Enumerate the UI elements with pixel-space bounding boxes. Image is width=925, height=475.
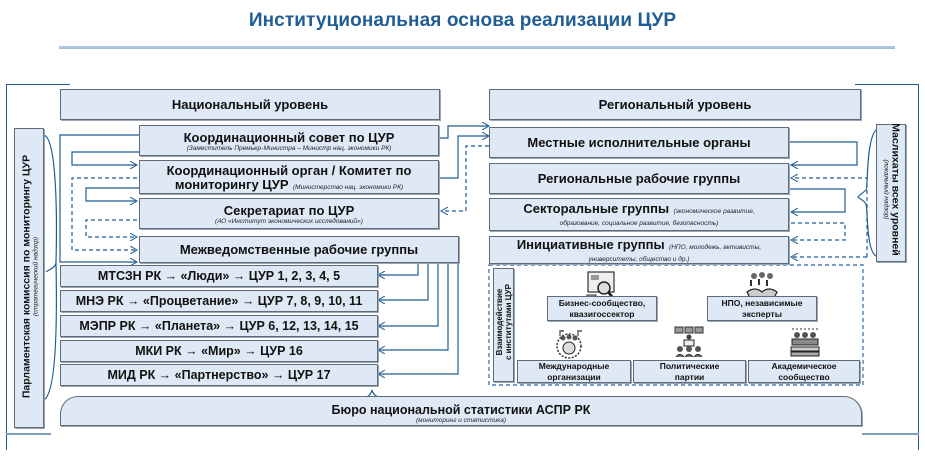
arrow-interagency-ministry-2 — [378, 262, 429, 300]
institute-international-line2: организации — [547, 371, 601, 382]
frame-line-bottom-left — [6, 433, 51, 435]
initiative-groups-note-line1: (НПО, молодежь, активисты, — [669, 244, 762, 251]
arrow-executive-to-working-groups — [789, 141, 858, 165]
frame-line-top-right — [855, 84, 919, 85]
parliament-commission-box: Парламентская комиссия по мониторингу ЦУ… — [14, 128, 44, 428]
arrow-interagency-ministry-3 — [378, 262, 439, 326]
dashed-arrow-executive-secretariat — [441, 145, 489, 211]
coordination-committee-box: Координационный орган / Комитет по монит… — [139, 160, 439, 194]
ministry-row: МНЭ РК → «Процветание» → ЦУР 7, 8, 9, 10… — [60, 290, 378, 312]
institute-ngo-line1: НПО, независимые — [721, 297, 803, 308]
sectoral-groups-note-line1: (экономическое развитие, — [673, 208, 755, 215]
statistics-bureau-note: (мониторинг и статистика) — [416, 417, 506, 424]
interagency-working-groups-box: Межведомственные рабочие группы — [139, 236, 459, 263]
ministry-row: МТСЗН РК → «Люди» → ЦУР 1, 2, 3, 4, 5 — [60, 265, 378, 287]
arrow-council-to-executive — [439, 126, 489, 139]
secretariat-note: (АО «Институт экономических исследований… — [215, 218, 363, 225]
dashed-arrow-sectoral-to-initiative — [791, 222, 846, 240]
local-executive-bodies-box: Местные исполнительные органы — [489, 127, 789, 158]
institute-international-line1: Международные — [538, 360, 610, 371]
institute-academic-line2: сообщество — [778, 371, 830, 382]
title-underline-right — [495, 46, 895, 49]
arrow-committee-to-executive — [439, 136, 489, 179]
parliament-label: Парламентская комиссия по мониторингу ЦУ… — [20, 154, 33, 399]
national-level-header: Национальный уровень — [60, 89, 440, 120]
maslikhats-label: Маслихаты всех уровней — [889, 123, 902, 256]
interaction-label-box: Взаимодействие с институтами ЦУР — [493, 268, 514, 382]
coordination-committee-label-line1: Координационный орган / Комитет по — [166, 163, 412, 178]
coordination-committee-label-line2: мониторингу ЦУР — [174, 177, 289, 192]
dashed-arrow-secretariat-to-interagency — [85, 219, 137, 237]
arrow-committee-to-secretariat — [85, 187, 139, 201]
secretariat-box: Секретариат по ЦУР (АО «Институт экономи… — [139, 198, 439, 229]
institute-political-line1: Политические — [659, 360, 720, 371]
institute-business-line2: квазигоссектор — [569, 308, 635, 319]
institute-academic-line1: Академическое — [771, 360, 837, 371]
ministry-row: МЭПР РК → «Планета» → ЦУР 6, 12, 13, 14,… — [60, 315, 378, 337]
books-people-icon — [790, 328, 820, 357]
parliament-note: (стратегический надзор) — [32, 236, 40, 317]
sectoral-groups-box: Секторальные группы (экономическое разви… — [489, 198, 789, 231]
coordination-council-label: Координационный совет по ЦУР — [183, 130, 395, 145]
arrow-interagency-ministry-5 — [378, 262, 459, 374]
initiative-groups-note-line2: университеты, общество и др.) — [588, 256, 690, 263]
globe-people-icon — [556, 330, 582, 359]
statistics-bureau-box: Бюро национальной статистики АСПР РК (мо… — [60, 396, 862, 426]
arrow-council-to-committee — [71, 151, 139, 165]
title-underline — [59, 46, 495, 49]
institute-business: Бизнес-сообщество,квазигоссектор — [547, 296, 657, 321]
institute-ngo-line2: эксперты — [742, 308, 782, 319]
interaction-label-line1: Взаимодействие — [495, 288, 504, 356]
arrow-working-groups-to-sectoral — [789, 188, 846, 212]
ministry-row: МИД РК → «Партнерство» → ЦУР 17 — [60, 364, 378, 386]
regional-level-header: Региональный уровень — [489, 89, 861, 120]
interaction-dashed-frame — [488, 264, 864, 386]
frame-line-left — [6, 84, 7, 450]
parliament-brace — [43, 134, 58, 401]
speaker-podium-icon — [674, 326, 704, 358]
initiative-groups-label: Инициативные группы — [516, 237, 665, 252]
page-title: Институциональная основа реализации ЦУР — [248, 10, 677, 31]
arrow-council-to-ministries — [59, 134, 139, 262]
maslikhats-box: Маслихаты всех уровней (локальный надзор… — [876, 123, 906, 262]
arrow-interagency-ministry-4 — [378, 262, 449, 350]
statistics-bureau-label: Бюро национальной статистики АСПР РК — [331, 403, 591, 417]
institute-political-line2: партии — [674, 371, 705, 382]
sectoral-groups-label: Секторальные группы — [523, 201, 670, 216]
institute-business-line1: Бизнес-сообщество, — [558, 297, 646, 308]
frame-line-bottom-right — [862, 433, 919, 435]
regional-working-groups-box: Региональные рабочие группы — [489, 163, 789, 194]
coordination-council-note: (Заместитель Премьер-Министра – Министр … — [186, 145, 392, 152]
frame-line-right — [918, 84, 919, 450]
frame-line-top-left — [6, 84, 70, 85]
arrow-interagency-ministry-1 — [378, 262, 419, 275]
coordination-council-box: Координационный совет по ЦУР (Заместител… — [139, 125, 439, 156]
dashed-arrow-maslikhats-to-working-groups — [791, 178, 868, 257]
initiative-groups-box: Инициативные группы (НПО, молодежь, акти… — [489, 236, 789, 264]
dashed-arrow-committee-to-interagency — [71, 177, 137, 250]
secretariat-label: Секретариат по ЦУР — [223, 203, 355, 218]
maslikhats-note: (локальный надзор) — [882, 159, 890, 220]
coordination-committee-note: (Министерство нац. экономики РК) — [293, 184, 404, 191]
maslikhats-brace — [857, 129, 877, 257]
interaction-label-line2: с институтами ЦУР — [504, 284, 513, 360]
sectoral-groups-note-line2: образование, социальное развитие, безопа… — [559, 220, 719, 227]
ministry-row: МКИ РК → «Мир» → ЦУР 16 — [60, 340, 378, 362]
